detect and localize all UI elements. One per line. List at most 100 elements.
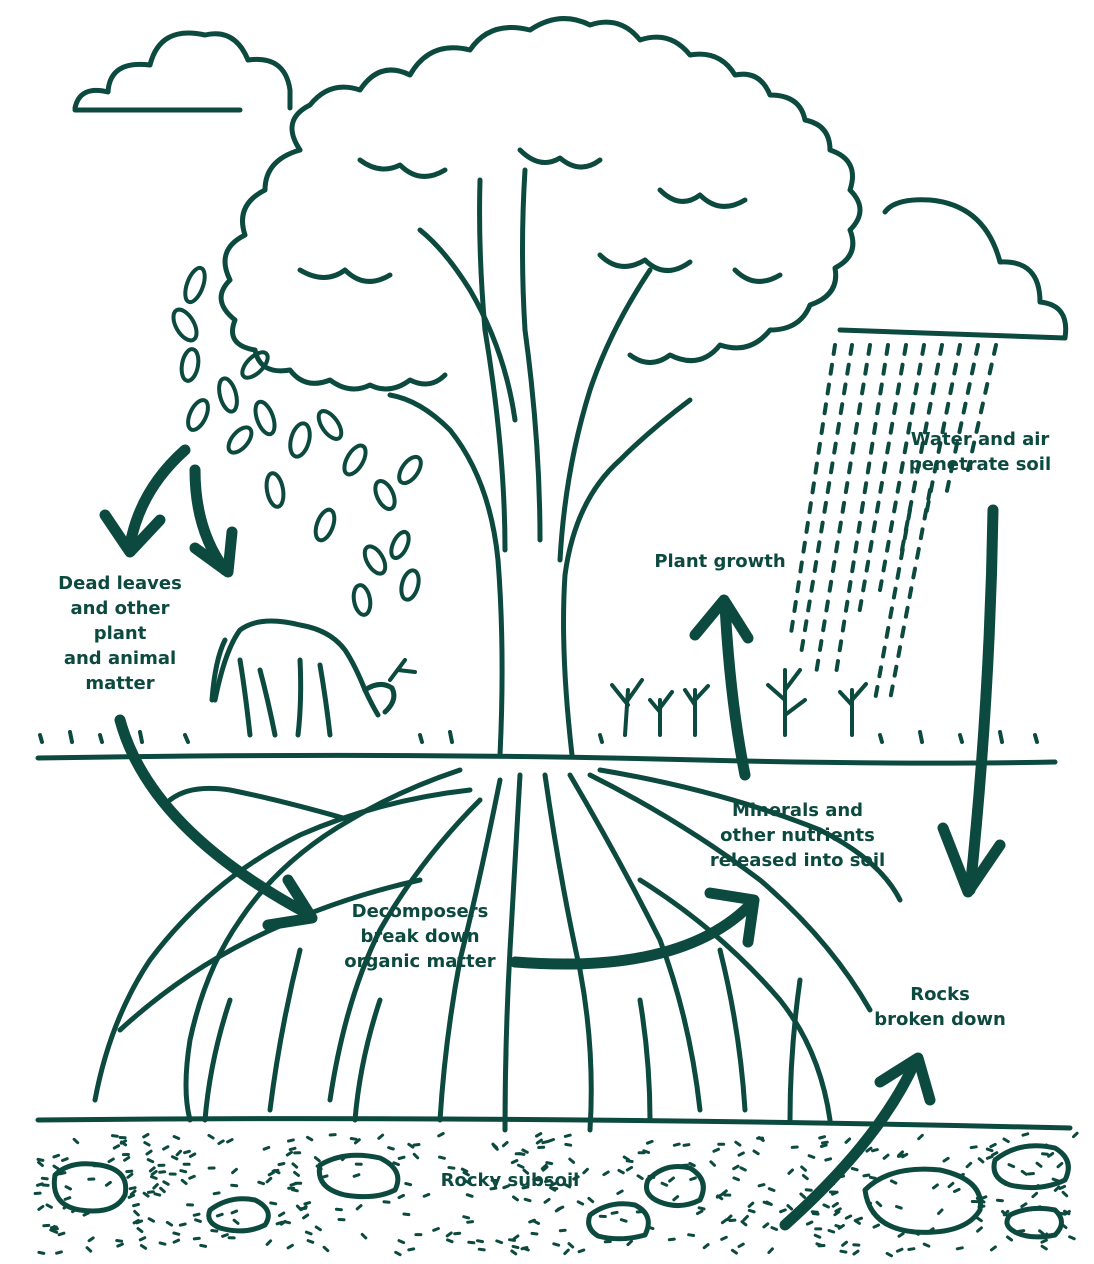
soil-speck (164, 1182, 168, 1185)
soil-speck (127, 1171, 132, 1172)
soil-speck (674, 1144, 679, 1145)
soil-speck (279, 1164, 284, 1165)
arrow-water-down (943, 510, 1000, 892)
soil-speck (829, 1231, 834, 1233)
soil-speck (288, 1245, 292, 1248)
rock-illustration (589, 1204, 649, 1239)
soil-speck (181, 1171, 186, 1172)
soil-speck (566, 1144, 571, 1145)
soil-speck (201, 1245, 206, 1246)
soil-speck (134, 1204, 139, 1205)
soil-speck (565, 1250, 569, 1254)
soil-speck (772, 1228, 777, 1230)
soil-speck (769, 1249, 773, 1253)
soil-speck (514, 1197, 518, 1200)
label-minerals: Minerals and other nutrients released in… (700, 798, 895, 873)
soil-speck (182, 1180, 186, 1183)
soil-speck (39, 1252, 44, 1253)
soil-speck (1033, 1193, 1037, 1196)
soil-speck (578, 1202, 583, 1204)
soil-speck (271, 1203, 276, 1204)
label-rocks: Rocks broken down (865, 982, 1015, 1032)
arrow-to-plant-growth (695, 600, 748, 775)
soil-speck (396, 1252, 400, 1254)
soil-speck (164, 1147, 168, 1149)
soil-speck (820, 1137, 825, 1138)
soil-speck (148, 1160, 153, 1162)
soil-speck (957, 1248, 962, 1249)
soil-speck (497, 1241, 502, 1243)
soil-speck (228, 1140, 233, 1142)
soil-speck (135, 1211, 139, 1215)
soil-speck (65, 1198, 70, 1200)
soil-speck (648, 1227, 653, 1229)
soil-speck (447, 1233, 451, 1236)
soil-speck (967, 1163, 971, 1166)
soil-speck (884, 1155, 888, 1158)
soil-speck (409, 1144, 413, 1147)
soil-speck (513, 1246, 518, 1247)
soil-speck (727, 1216, 731, 1220)
soil-speck (924, 1244, 929, 1246)
soil-speck (741, 1168, 745, 1170)
soil-speck (841, 1251, 846, 1252)
soil-speck (194, 1238, 199, 1239)
soil-speck (233, 1169, 237, 1172)
soil-speck (259, 1182, 264, 1184)
soil-speck (759, 1185, 764, 1186)
soil-speck (54, 1155, 59, 1157)
soil-speck (579, 1250, 584, 1252)
soil-speck (979, 1159, 983, 1162)
soil-speck (455, 1233, 460, 1234)
soil-speck (404, 1214, 409, 1215)
soil-speck (628, 1241, 632, 1244)
soil-speck (362, 1234, 366, 1238)
label-decomposers: Decomposers break down organic matter (335, 899, 505, 974)
soil-speck (434, 1229, 439, 1231)
soil-speck (704, 1245, 708, 1248)
soil-speck (74, 1139, 78, 1142)
soil-speck (684, 1145, 689, 1146)
soil-speck (846, 1139, 850, 1142)
soil-speck (734, 1166, 738, 1169)
soil-speck (739, 1244, 743, 1246)
soil-speck (714, 1149, 719, 1151)
tree-canopy (221, 19, 860, 389)
soil-speck (815, 1235, 820, 1237)
soil-speck (549, 1140, 554, 1142)
soil-speck (817, 1244, 822, 1246)
soil-speck (289, 1140, 294, 1141)
soil-speck (543, 1142, 548, 1143)
soil-speck (148, 1192, 153, 1193)
soil-speck (47, 1205, 51, 1207)
soil-speck (854, 1251, 858, 1254)
cloud-icon (75, 33, 290, 110)
soil-speck (38, 1159, 43, 1160)
soil-speck (409, 1249, 414, 1250)
soil-speck (196, 1220, 201, 1222)
soil-speck (873, 1150, 878, 1151)
soil-speck (287, 1152, 291, 1155)
soil-speck (503, 1143, 507, 1146)
soil-speck (190, 1176, 195, 1178)
soil-speck (152, 1177, 157, 1179)
soil-speck (991, 1144, 996, 1146)
soil-speck (981, 1197, 986, 1199)
soil-speck (147, 1151, 151, 1154)
soil-speck (649, 1176, 654, 1177)
soil-speck (525, 1199, 530, 1200)
soil-speck (690, 1163, 695, 1165)
soil-speck (843, 1242, 847, 1245)
soil-speck (944, 1158, 948, 1161)
soil-speck (914, 1232, 919, 1234)
soil-speck (534, 1221, 539, 1223)
soil-speck (1028, 1174, 1033, 1175)
soil-speck (267, 1178, 271, 1181)
soil-speck (669, 1239, 674, 1240)
label-plant-growth: Plant growth (645, 549, 795, 574)
soil-speck (308, 1137, 312, 1140)
soil-speck (214, 1193, 219, 1194)
soil-speck (306, 1232, 311, 1234)
soil-speck (304, 1215, 308, 1218)
soil-speck (971, 1147, 976, 1148)
